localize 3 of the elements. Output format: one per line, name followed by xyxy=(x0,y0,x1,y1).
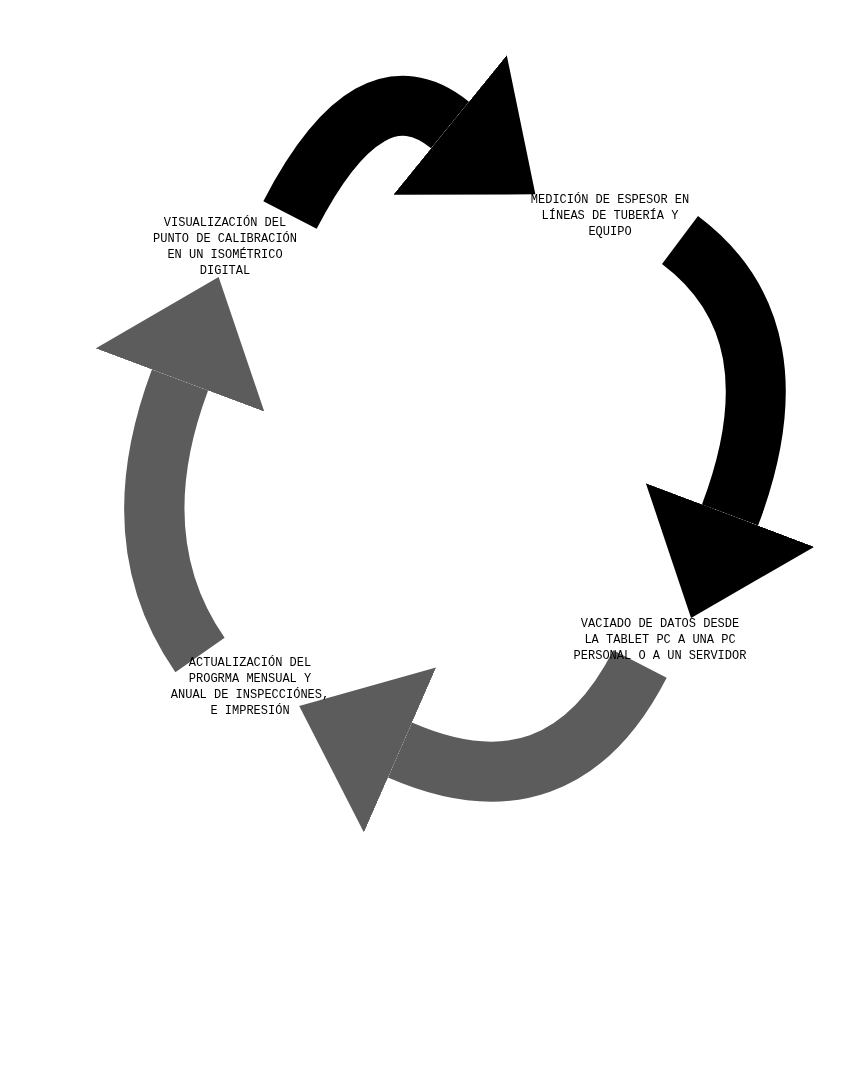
step-label: VISUALIZACIÓN DEL PUNTO DE CALIBRACIÓN EN UN ISOMÉTRICO DIGITAL xyxy=(150,215,300,279)
step-label: ACTUALIZACIÓN DEL PROGRMA MENSUAL Y ANUAL DE INSPECCIÓNES, E IMPRESIÓN xyxy=(170,655,330,719)
step-label: MEDICIÓN DE ESPESOR EN LÍNEAS DE TUBERÍA Y EQUIPO xyxy=(530,192,690,240)
